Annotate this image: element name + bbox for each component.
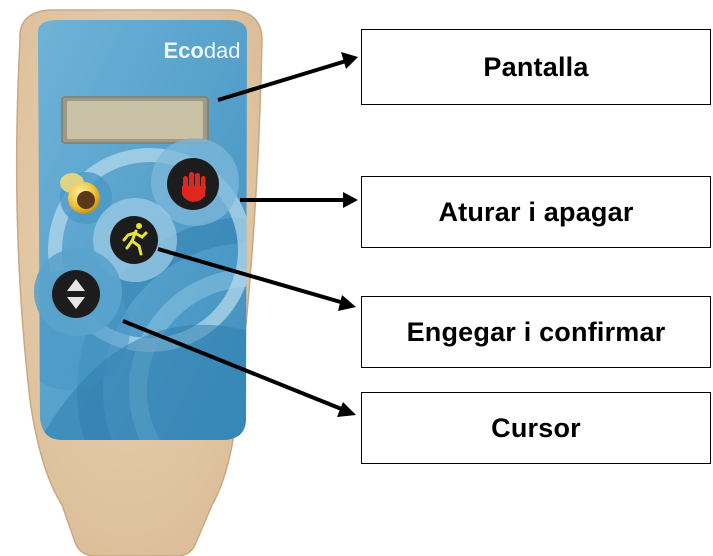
pointer-arrows [122, 52, 358, 417]
brand-logo-suffix: dad [204, 38, 241, 63]
brand-logo: Ecodad [163, 38, 240, 63]
arrow-cursor [122, 319, 345, 412]
hand-stop-icon [182, 172, 206, 202]
callout-engegar-label: Engegar i confirmar [406, 316, 666, 347]
arrow-pantalla [217, 59, 347, 102]
arrow-engegar [157, 247, 345, 305]
callout-pantalla-label: Pantalla [483, 51, 589, 82]
callout-cursor-label: Cursor [491, 412, 581, 443]
up-down-arrows-icon [67, 279, 85, 309]
callout-aturar-label: Aturar i apagar [438, 196, 634, 227]
brand-logo-prefix: Eco [163, 38, 203, 63]
callout-engegar-i-confirmar: Engegar i confirmar [361, 296, 711, 368]
callout-pantalla: Pantalla [361, 29, 711, 105]
arrow-cursor-head [337, 402, 356, 417]
arrow-pantalla-head [341, 52, 358, 69]
arrow-engegar-head [338, 295, 356, 311]
status-led-center [77, 191, 95, 209]
lcd-screen [67, 101, 203, 139]
callout-aturar-i-apagar: Aturar i apagar [361, 176, 711, 248]
callout-cursor: Cursor [361, 392, 711, 464]
cursor-button[interactable] [52, 270, 100, 318]
running-person-icon [122, 223, 148, 256]
arrow-aturar-head [343, 192, 358, 208]
